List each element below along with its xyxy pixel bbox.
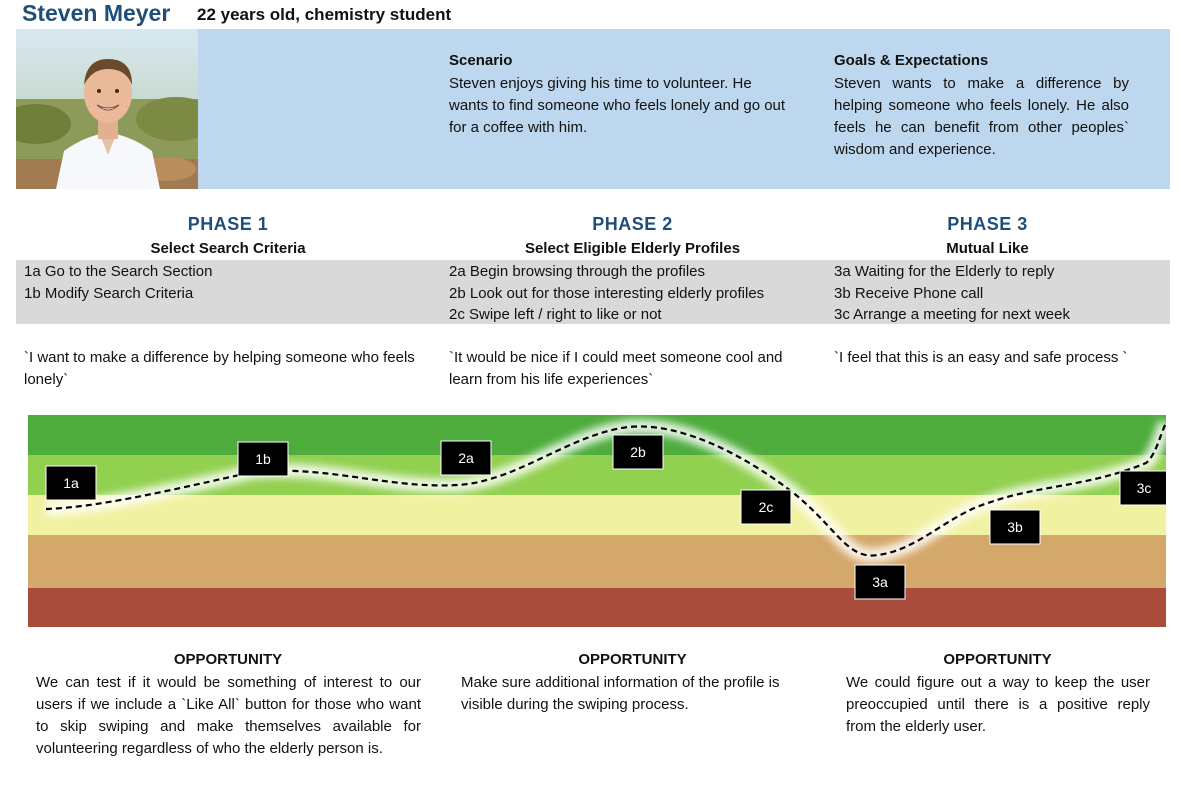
touchpoint-box xyxy=(854,564,906,600)
opportunity-3-heading: OPPORTUNITY xyxy=(943,651,1052,668)
touchpoint-box xyxy=(989,509,1041,545)
opportunity-2-text: Make sure additional information of the … xyxy=(461,674,780,713)
opportunity-1-heading: OPPORTUNITY xyxy=(173,651,283,668)
persona-photo-illustration xyxy=(16,29,198,189)
persona-subtitle: 22 years old, chemistry student xyxy=(197,5,452,24)
touchpoint-box xyxy=(1119,470,1169,506)
phase-3-quote: `I feel that this is an easy and safe pr… xyxy=(834,349,1128,366)
step-item: 1b Modify Search Criteria xyxy=(24,284,194,302)
touchpoint-label: 2b xyxy=(630,444,646,460)
emotion-curve-chart: 1a 1b 2a 2b 2c 3a 3b 3c xyxy=(28,415,1173,627)
emotion-curve-svg: 1a 1b 2a 2b 2c 3a 3b 3c xyxy=(28,415,1173,627)
touchpoint-label: 3b xyxy=(1007,519,1023,535)
phase-3-subtitle: Mutual Like xyxy=(946,240,1029,257)
opportunity-1-text: We can test if it would be something of … xyxy=(36,674,421,757)
step-item: 2b Look out for those interesting elderl… xyxy=(449,284,765,302)
phase-2-subtitle: Select Eligible Elderly Profiles xyxy=(524,240,741,257)
scenario-heading: Scenario xyxy=(449,52,513,69)
persona-photo xyxy=(16,29,198,189)
phase-3-steps: 3a Waiting for the Elderly to reply 3b R… xyxy=(834,261,1164,326)
steps-band xyxy=(16,260,1170,324)
step-item: 2c Swipe left / right to like or not xyxy=(449,306,662,323)
phase-1-title: PHASE 1 xyxy=(187,214,269,234)
step-item: 3b Receive Phone call xyxy=(834,284,984,302)
touchpoint-label: 3c xyxy=(1137,480,1152,496)
band-very-negative xyxy=(28,588,1166,627)
opportunity-2-heading: OPPORTUNITY xyxy=(578,651,687,668)
touchpoint-label: 2a xyxy=(458,450,474,466)
touchpoint-label: 1a xyxy=(63,475,79,491)
touchpoint-box xyxy=(45,465,97,501)
step-item: 3a Waiting for the Elderly to reply xyxy=(834,263,1055,280)
persona-banner xyxy=(198,29,1170,189)
scenario-text: Steven enjoys giving his time to volunte… xyxy=(449,75,786,136)
goals-text: Steven wants to make a difference by hel… xyxy=(834,75,1129,158)
touchpoint-label: 1b xyxy=(255,451,271,467)
phase-3-title: PHASE 3 xyxy=(947,214,1028,234)
phase-2-steps: 2a Begin browsing through the profiles 2… xyxy=(449,261,824,326)
touchpoint-label: 2c xyxy=(759,499,774,515)
step-item: 1a Go to the Search Section xyxy=(24,263,213,280)
touchpoint-marker: 1a xyxy=(45,465,97,501)
opportunity-3-text: We could figure out a way to keep the us… xyxy=(846,674,1150,735)
touchpoint-label: 3a xyxy=(872,574,888,590)
phase-2-quote: `It would be nice if I could meet someon… xyxy=(449,349,783,388)
phase-1-subtitle: Select Search Criteria xyxy=(150,240,306,257)
touchpoint-box xyxy=(740,489,792,525)
goals-heading: Goals & Expectations xyxy=(834,52,989,69)
touchpoint-marker: 3c xyxy=(1119,470,1169,506)
band-negative xyxy=(28,535,1166,588)
touchpoint-box xyxy=(612,434,664,470)
phase-2-title: PHASE 2 xyxy=(592,214,673,234)
touchpoint-marker: 1b xyxy=(237,441,289,477)
phase-1-quote: `I want to make a difference by helping … xyxy=(24,349,415,388)
phase-1-steps: 1a Go to the Search Section 1b Modify Se… xyxy=(24,261,434,304)
touchpoint-marker: 2c xyxy=(740,489,792,525)
step-item: 3c Arrange a meeting for next week xyxy=(834,306,1070,323)
touchpoint-box xyxy=(237,441,289,477)
touchpoint-box xyxy=(440,440,492,476)
persona-name: Steven Meyer xyxy=(22,0,171,26)
touchpoint-marker: 3a xyxy=(854,564,906,600)
touchpoint-marker: 3b xyxy=(989,509,1041,545)
touchpoint-marker: 2b xyxy=(612,434,664,470)
step-item: 2a Begin browsing through the profiles xyxy=(449,263,705,280)
touchpoint-marker: 2a xyxy=(440,440,492,476)
